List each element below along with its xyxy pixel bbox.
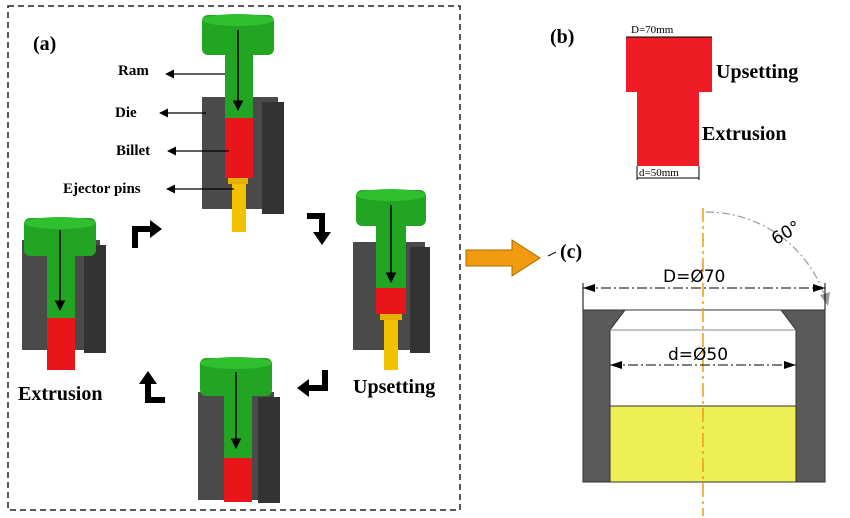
billet-callout: Billet (116, 143, 150, 159)
assembly-stage-2 (353, 189, 430, 370)
ram-head-top (200, 357, 272, 369)
ejector-pin (384, 318, 398, 370)
orange-transition-arrow (465, 239, 541, 277)
top-dimension-label: D=70mm (631, 24, 674, 36)
assembly-stage-4 (22, 217, 106, 370)
panel-a-label: (a) (33, 33, 56, 55)
ram-stem (224, 395, 252, 458)
panel-b-label: (b) (550, 26, 574, 48)
bottom-dimension-label: d=50mm (639, 167, 679, 179)
angle-label: 60° (768, 217, 804, 249)
upsetting-stage-label: Upsetting (353, 376, 435, 398)
panel-c-label: (c) (560, 241, 582, 263)
die-callout: Die (115, 105, 137, 121)
ram-stem (47, 255, 75, 318)
billet-upper-section (626, 37, 712, 92)
die-side-face (258, 397, 280, 503)
extrusion-region-label: Extrusion (702, 123, 786, 145)
inner-diameter-arrow-left (610, 361, 622, 369)
billet (376, 288, 406, 314)
panel-a: (a) Ram Die Billet Ejector pins (7, 5, 461, 511)
outer-diameter-label: D=Ø70 (663, 267, 725, 287)
cycle-arrow-top-left (132, 220, 162, 248)
cycle-arrow-bottom-left (139, 371, 165, 403)
die-side-face (84, 245, 106, 353)
ram-callout: Ram (118, 63, 149, 79)
ejector-pin (232, 182, 246, 232)
outer-diameter-arrow-left (583, 284, 595, 292)
ejector-pin-head (228, 176, 248, 184)
billet (225, 118, 253, 178)
panel-a-frame (7, 5, 461, 511)
billet (224, 458, 252, 502)
ram-head-top (356, 189, 426, 201)
ram-head-top (202, 14, 274, 26)
outer-diameter-arrow-right (813, 284, 825, 292)
die-side-face (262, 102, 284, 214)
extrusion-stage-label: Extrusion (18, 383, 102, 405)
callout-line (547, 251, 557, 257)
die-side-face (410, 247, 430, 353)
billet (47, 318, 75, 370)
panel-b: (b) D=70mm d=50mm Upsetting Extrusion (550, 24, 798, 180)
inner-diameter-arrow-right (784, 361, 796, 369)
ejector-pin-head (380, 312, 402, 320)
ram-stem (225, 55, 253, 118)
panel-c: (c) 60° D=Ø70 d=Ø50 (547, 208, 830, 516)
billet-lower-section (637, 92, 699, 166)
cycle-arrow-bottom-right (297, 370, 328, 397)
assembly-stage-3 (198, 357, 280, 503)
ejector-pins-callout: Ejector pins (63, 181, 141, 197)
angle-arc (705, 211, 827, 301)
upsetting-region-label: Upsetting (716, 61, 798, 83)
inner-diameter-label: d=Ø50 (668, 345, 728, 365)
ram-head-top (24, 217, 96, 229)
assembly-stage-1 (202, 14, 284, 232)
cycle-arrow-top-right (307, 213, 331, 245)
